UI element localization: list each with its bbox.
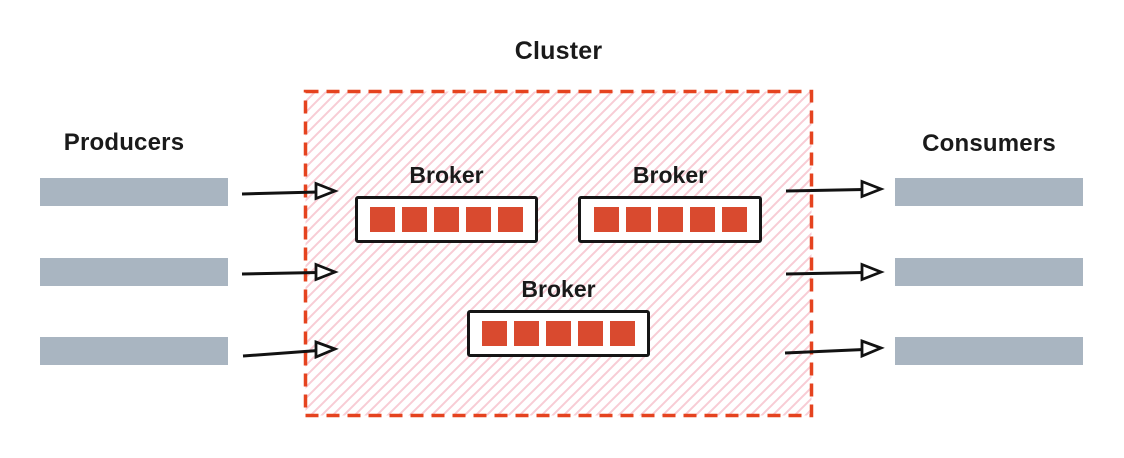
- partition-square: [657, 206, 683, 232]
- partition-square: [514, 320, 539, 346]
- producer-stream-bar-3: [40, 337, 228, 365]
- partition-square: [546, 320, 571, 346]
- producer-stream-bar-2: [40, 258, 228, 286]
- cluster-title: Cluster: [514, 37, 603, 65]
- broker-box: [578, 195, 762, 243]
- partition-square: [689, 206, 715, 232]
- consumer-arrow-3: [784, 338, 885, 359]
- arrowhead-icon: [314, 262, 339, 282]
- broker-node-2: Broker: [578, 162, 762, 243]
- producer-arrow-1: [241, 181, 339, 201]
- arrowhead-icon: [314, 339, 339, 360]
- broker-label: Broker: [409, 162, 484, 188]
- producer-arrow-2: [241, 262, 339, 282]
- broker-node-3: Broker: [467, 276, 650, 357]
- broker-box: [467, 309, 650, 357]
- producer-stream-bar-1: [40, 178, 228, 206]
- consumer-arrow-1: [785, 179, 885, 199]
- arrowhead-icon: [860, 179, 885, 199]
- broker-label: Broker: [632, 162, 708, 188]
- consumers-title: Consumers: [922, 130, 1056, 157]
- producers-title: Producers: [63, 129, 185, 156]
- partition-square: [466, 206, 491, 232]
- consumer-stream-bar-1: [895, 178, 1083, 206]
- partition-square: [610, 320, 635, 346]
- partition-square: [625, 206, 651, 232]
- partition-square: [721, 206, 747, 232]
- consumer-stream-bar-2: [895, 258, 1083, 286]
- partition-square: [370, 206, 395, 232]
- broker-label: Broker: [521, 276, 596, 302]
- producer-arrow-3: [242, 339, 339, 360]
- cluster-boundary-box: [303, 89, 814, 418]
- partition-square: [578, 320, 603, 346]
- arrowhead-icon: [860, 262, 885, 282]
- consumer-stream-bar-3: [895, 337, 1083, 365]
- partition-square: [434, 206, 459, 232]
- partition-square: [402, 206, 427, 232]
- consumer-arrow-2: [785, 262, 885, 282]
- arrowhead-icon: [860, 338, 885, 359]
- partition-square: [593, 206, 619, 232]
- partition-square: [482, 320, 507, 346]
- partition-square: [498, 206, 523, 232]
- broker-node-1: Broker: [355, 162, 538, 243]
- broker-box: [355, 195, 538, 243]
- arrowhead-icon: [314, 181, 339, 201]
